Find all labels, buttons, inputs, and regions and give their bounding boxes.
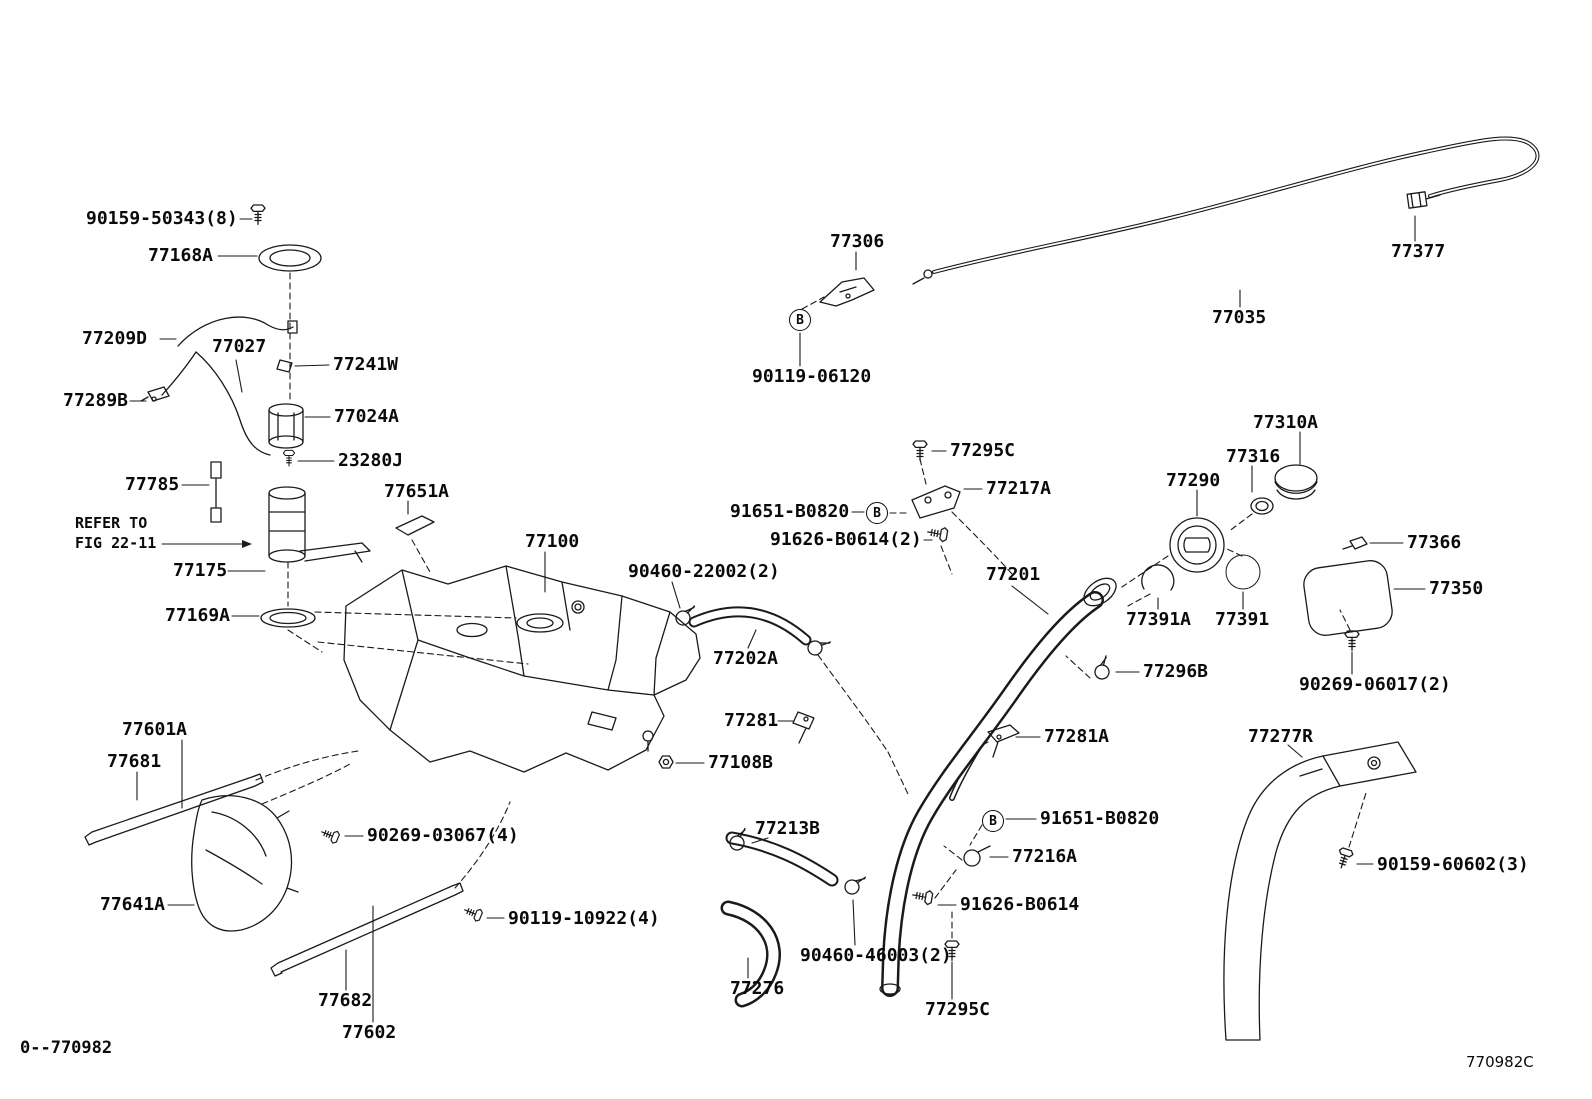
part-label-77391-43: 77391 [1215,609,1270,630]
part-label-77785-8: 77785 [125,474,180,495]
part-label-77641a-49: 77641A [100,894,166,915]
part-label-91626-b0614-2--32: 91626-B0614(2) [770,529,922,550]
part-label-77310a-37: 77310A [1253,412,1319,433]
part-label-77290-39: 77290 [1166,470,1221,491]
part-label-77201-28: 77201 [986,564,1041,585]
part-label-77169a-14: 77169A [165,605,231,626]
part-label-refer-to-10: REFER TO [75,514,148,532]
part-label-90269-06017-2--44: 90269-06017(2) [1299,674,1451,695]
part-label-77281-17: 77281 [724,710,779,731]
callout-circle-b-1: B [866,502,888,524]
part-label-91626-b0614-23: 91626-B0614 [960,894,1080,915]
part-label-77681-48: 77681 [107,751,162,772]
part-label-77295c-22: 77295C [925,999,991,1020]
dashed-construction-lines [255,272,1367,939]
part-label-77100-13: 77100 [525,531,580,552]
fuel-tank-drawing [343,565,701,773]
part-label-90159-50343-8--0: 90159-50343(8) [86,208,238,229]
part-label-90460-46003-2--21: 90460-46003(2) [800,945,952,966]
part-label-77350-41: 77350 [1429,578,1484,599]
callout-circle-b-0: B [789,309,811,331]
part-label-77027-3: 77027 [212,336,267,357]
callout-circle-b-2: B [982,810,1004,832]
part-label-77682-52: 77682 [318,990,373,1011]
part-label-90269-03067-4--50: 90269-03067(4) [367,825,519,846]
part-label-77391a-42: 77391A [1126,609,1192,630]
part-label-77241w-4: 77241W [333,354,399,375]
part-label-77602-53: 77602 [342,1022,397,1043]
part-label-91651-b0820-31: 91651-B0820 [730,501,850,522]
part-label-77276-20: 77276 [730,978,785,999]
tank-straps-drawing [84,773,484,977]
part-label-90460-22002-2--15: 90460-22002(2) [628,561,780,582]
part-label-77601a-47: 77601A [122,719,188,740]
part-label-77651a-9: 77651A [384,481,450,502]
part-label-77168a-1: 77168A [148,245,214,266]
part-label-77366-40: 77366 [1407,532,1462,553]
part-label-77306-33: 77306 [830,231,885,252]
part-label-77295c-30: 77295C [950,440,1016,461]
clamps-brackets-drawing [675,440,1117,995]
component-drawings [84,191,1441,1041]
leader-lines [129,215,1426,1023]
part-label-77217a-29: 77217A [986,478,1052,499]
fuel-hoses-drawing [688,136,1540,1008]
part-label-90119-10922-4--51: 90119-10922(4) [508,908,660,929]
part-label-77175-12: 77175 [173,560,228,581]
part-label-77202a-16: 77202A [713,648,779,669]
part-label-77213b-19: 77213B [755,818,821,839]
release-cable-drawing [819,191,1441,307]
part-label-90119-06120-34: 90119-06120 [752,366,872,387]
part-label-91651-b0820-25: 91651-B0820 [1040,808,1160,829]
part-label-77108b-18: 77108B [708,752,774,773]
part-label-77209d-2: 77209D [82,328,148,349]
part-label-77216a-24: 77216A [1012,846,1078,867]
part-label-23280j-7: 23280J [338,450,404,471]
part-label-77024a-6: 77024A [334,406,400,427]
part-label-77289b-5: 77289B [63,390,129,411]
part-label-77316-38: 77316 [1226,446,1281,467]
part-label-77035-35: 77035 [1212,307,1267,328]
part-label-77281a-26: 77281A [1044,726,1110,747]
page-code-right: 770982C [1466,1053,1534,1071]
part-label-77277r-45: 77277R [1248,726,1314,747]
part-label-77377-36: 77377 [1391,241,1446,262]
fuel-cap-drawing [1141,464,1393,652]
pipe-protector-drawing [1223,741,1417,1041]
fuel-pump-drawing [140,204,435,628]
part-label-90159-60602-3--46: 90159-60602(3) [1377,854,1529,875]
part-label-fig-22-11-11: FIG 22-11 [75,534,157,552]
page-code-left: 0--770982 [20,1038,113,1058]
part-label-77296b-27: 77296B [1143,661,1209,682]
